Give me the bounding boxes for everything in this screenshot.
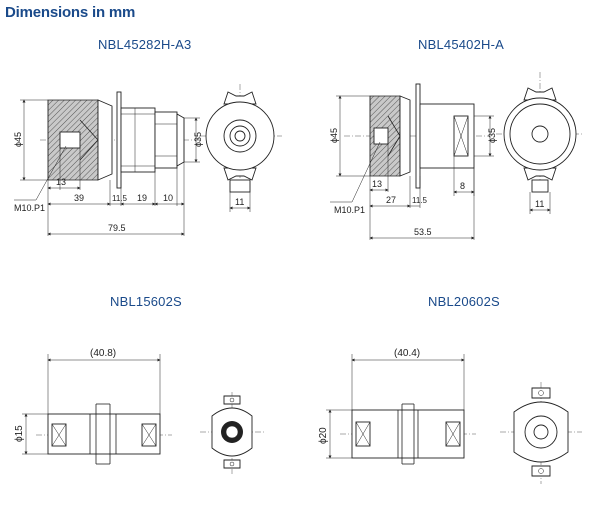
dim-thread: M10.P1 xyxy=(334,205,365,215)
dim-27: 27 xyxy=(386,195,396,205)
nbl45402h-a-side-view: ϕ45 ϕ35 13 M10.P1 27 11.5 8 53.5 xyxy=(329,83,497,240)
nbl15602s-end-view xyxy=(200,392,264,474)
dim-11-5: 11.5 xyxy=(112,194,128,203)
model-label-nbl45402h-a: NBL45402H-A xyxy=(418,37,505,52)
dim-11-5: 11.5 xyxy=(412,196,428,205)
dim-10: 10 xyxy=(163,193,173,203)
dim-11: 11 xyxy=(235,197,244,207)
dim-13: 13 xyxy=(56,177,66,187)
dim-79-5: 79.5 xyxy=(108,223,126,233)
nbl20602s-side-view: (40.4) ϕ20 xyxy=(318,348,476,465)
dim-dia-rear: ϕ35 xyxy=(487,128,497,143)
nbl45282h-a3-end-view: 11 xyxy=(200,84,282,212)
nbl20602s-end-view xyxy=(500,382,582,484)
dim-dia: ϕ20 xyxy=(318,427,329,444)
dim-11: 11 xyxy=(535,199,544,209)
dim-overall: (40.4) xyxy=(394,348,420,359)
dim-dia-rear: ϕ35 xyxy=(193,132,203,147)
dim-19: 19 xyxy=(137,193,147,203)
model-label-nbl20602s: NBL20602S xyxy=(428,294,500,309)
dim-thread: M10.P1 xyxy=(14,203,45,213)
dim-dia: ϕ15 xyxy=(14,425,25,442)
dim-8: 8 xyxy=(460,181,465,191)
dim-overall: (40.8) xyxy=(90,348,116,359)
dim-13: 13 xyxy=(372,179,382,189)
dim-dia-body: ϕ45 xyxy=(13,132,23,147)
page-title: Dimensions in mm xyxy=(5,4,136,21)
dim-53-5: 53.5 xyxy=(414,227,432,237)
nbl45402h-a-end-view: 11 xyxy=(496,72,584,214)
dim-dia-body: ϕ45 xyxy=(329,128,339,143)
nbl15602s-side-view: (40.8) ϕ15 xyxy=(14,348,172,465)
model-label-nbl15602s: NBL15602S xyxy=(110,294,182,309)
model-label-nbl45282h-a3: NBL45282H-A3 xyxy=(98,37,192,52)
nbl45282h-a3-side-view: ϕ45 ϕ35 13 M10.P1 39 11.5 19 10 79.5 xyxy=(13,91,203,236)
dim-39: 39 xyxy=(74,193,84,203)
